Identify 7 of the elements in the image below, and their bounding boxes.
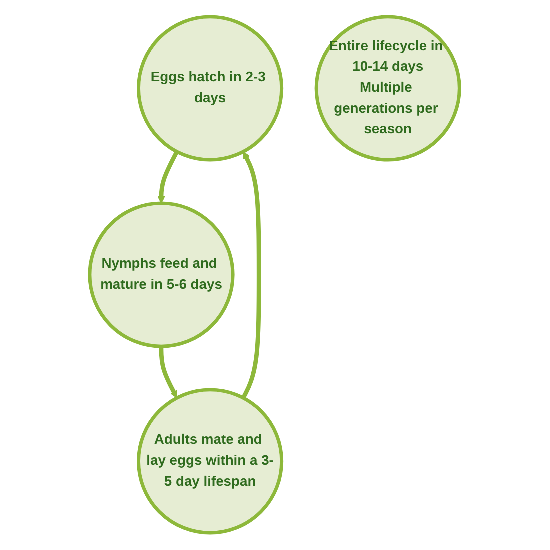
arrow [160,346,178,398]
arrow [242,152,262,400]
node-circle: Eggs hatch in 2-3 days [137,15,284,162]
node-circle: Adults mate and lay eggs within a 3-5 day lifespan [137,388,284,535]
node-circle: Entire lifecycle in 10-14 days Multiple generations per season [315,15,462,162]
arrow [158,150,180,204]
node-circle: Nymphs feed and mature in 5-6 days [88,202,235,348]
